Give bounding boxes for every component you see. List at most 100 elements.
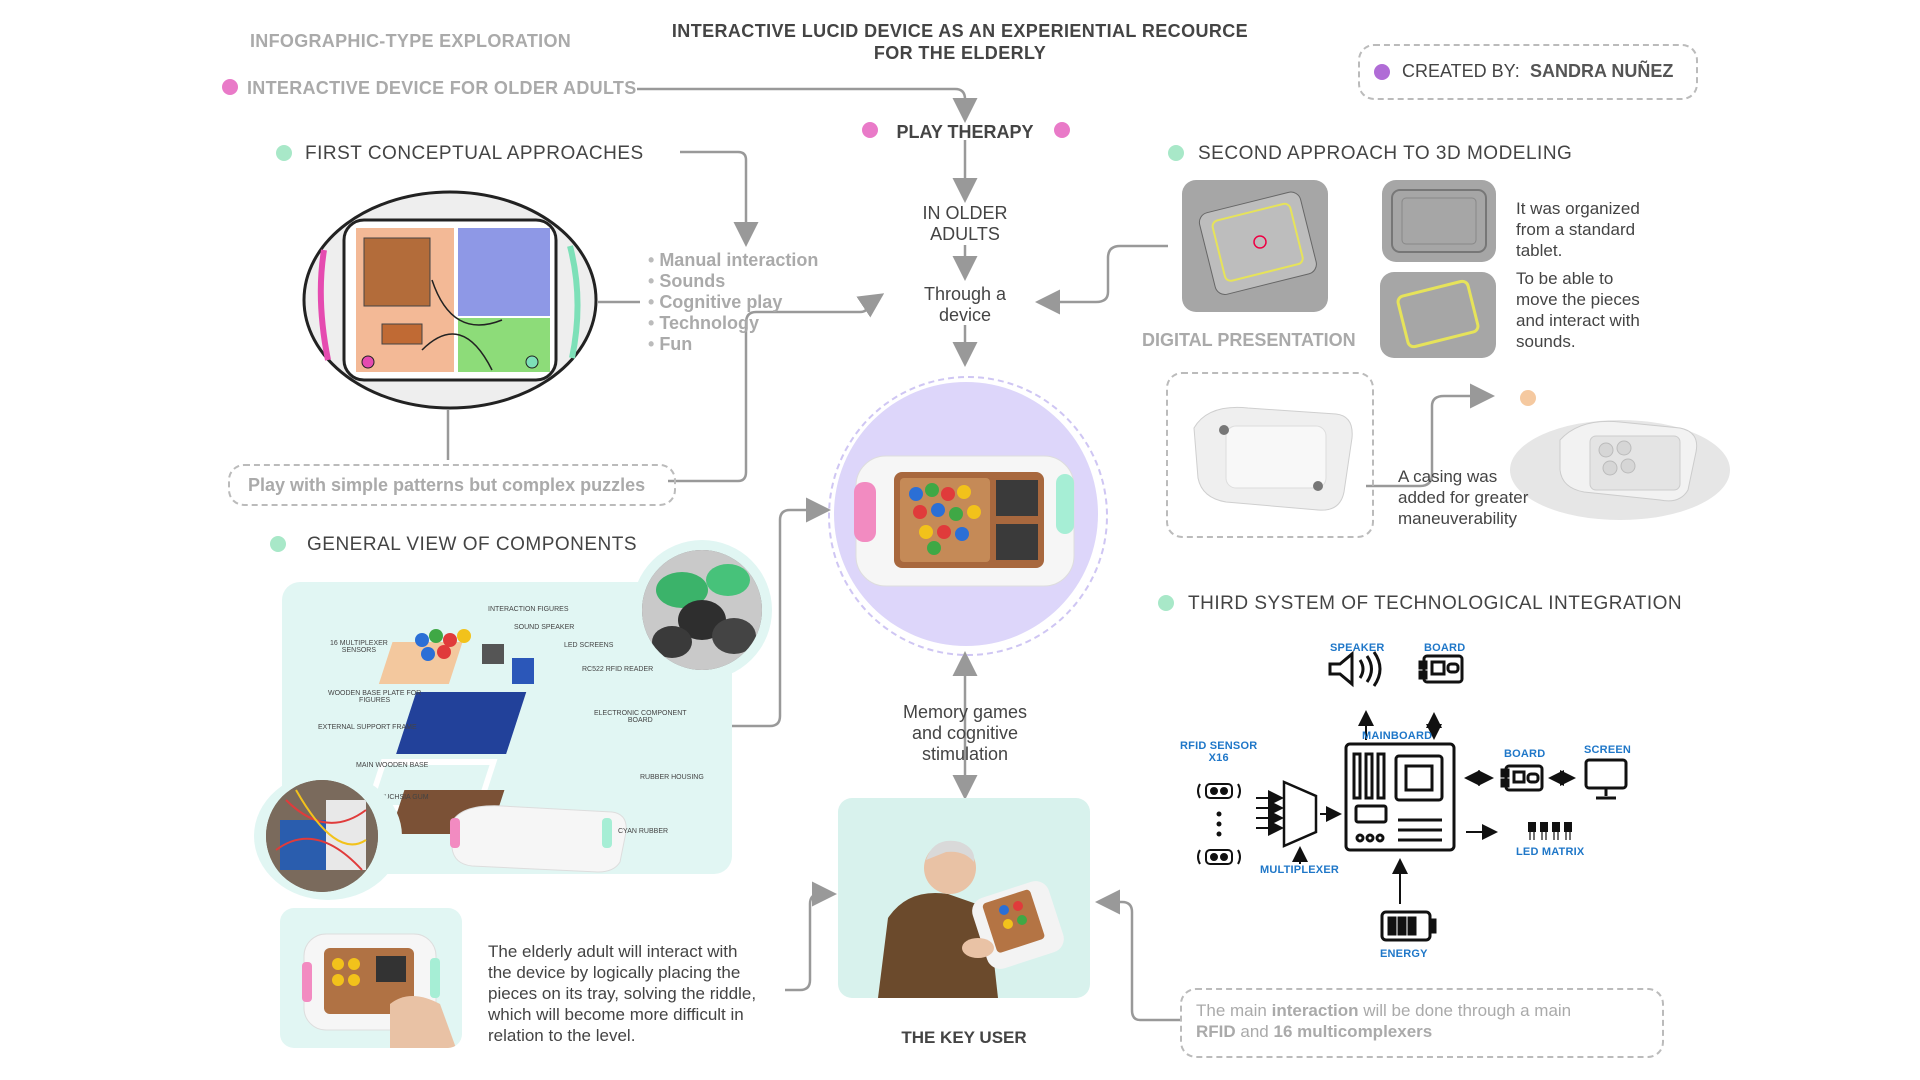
pink-dot-icon: [862, 122, 878, 138]
main-title: INTERACTIVE LUCID DEVICE AS AN EXPERIENT…: [660, 20, 1260, 64]
mainboard-label: MAINBOARD: [1362, 730, 1433, 742]
note2-line1: To be able to: [1516, 269, 1614, 288]
note2-line4: sounds.: [1516, 332, 1576, 351]
battery-icon: [1380, 910, 1437, 942]
note-part2: will be done through a main: [1358, 1001, 1572, 1020]
created-by-label: CREATED BY:: [1402, 61, 1520, 81]
rfid-note: The main interaction will be done throug…: [1196, 1000, 1571, 1042]
label-interaction-figures: INTERACTION FIGURES: [488, 606, 569, 613]
purple-dot-icon: [1374, 64, 1390, 80]
older-adults-line1: IN OLDER: [922, 203, 1008, 223]
note-bold2: RFID: [1196, 1022, 1236, 1041]
interaction-photo: [280, 908, 462, 1048]
user-text-line3: pieces on its tray, solving the riddle,: [488, 984, 757, 1003]
multiplexer-label: MULTIPLEXER: [1260, 864, 1339, 876]
tablet-outline-image: [1391, 189, 1487, 253]
second-approach-heading: SECOND APPROACH TO 3D MODELING: [1198, 143, 1573, 164]
device-render: [854, 455, 1075, 587]
exploded-view-image: [364, 629, 627, 873]
label-electronic-line2: BOARD: [627, 717, 653, 724]
key-user-photo: [838, 798, 1090, 998]
casing-render-box: [1166, 372, 1374, 538]
subtitle: INTERACTIVE DEVICE FOR OLDER ADULTS: [247, 78, 637, 98]
tech-diagram: SPEAKER BOARD RFID SENSOR X16 MAINBOARD …: [1170, 634, 1670, 964]
memory-games-label: Memory games and cognitive stimulation: [880, 702, 1050, 765]
pattern-note: Play with simple patterns but complex pu…: [248, 475, 646, 495]
memory-line3: stimulation: [921, 744, 1009, 764]
through-line1: Through a: [923, 284, 1007, 304]
pink-dot-icon: [222, 79, 238, 95]
screen-label: SCREEN: [1584, 744, 1632, 756]
final-device-image: [1510, 420, 1730, 520]
led-matrix-label: LED MATRIX: [1516, 846, 1585, 858]
pattern-note-box: Play with simple patterns but complex pu…: [228, 464, 676, 506]
casing-line2: added for greater: [1398, 488, 1529, 507]
elderly-man-image: [878, 840, 1064, 998]
figures-image: [642, 550, 762, 670]
note1-line2: from a standard: [1516, 220, 1636, 239]
features-list: Manual interaction Sounds Cognitive play…: [648, 250, 818, 355]
note-bold3: 16 multicomplexers: [1273, 1022, 1433, 1041]
sketch-image: [302, 190, 598, 410]
note-bold1: interaction: [1271, 1001, 1359, 1020]
label-main-wooden-base: MAIN WOODEN BASE: [356, 762, 429, 769]
feature-item: Manual interaction: [648, 250, 818, 271]
speaker-icon: [1328, 650, 1382, 688]
created-by-box: CREATED BY: SANDRA NUÑEZ: [1358, 44, 1698, 100]
note-move-pieces: To be able to move the pieces and intera…: [1516, 268, 1640, 352]
model-render-2: [1382, 180, 1496, 262]
author-name: SANDRA NUÑEZ: [1530, 61, 1674, 81]
model-render-3: [1380, 272, 1496, 358]
figures-photo: [642, 550, 762, 670]
rfid-sensor-label: RFID SENSOR X16: [1180, 740, 1257, 764]
device-circle-outline: [828, 376, 1108, 656]
circuit-photo: [266, 780, 378, 892]
rfid-note-box: The main interaction will be done throug…: [1180, 988, 1664, 1058]
label-led-screens: LED SCREENS: [564, 642, 614, 649]
user-interaction-text: The elderly adult will interact with the…: [488, 941, 756, 1046]
memory-line1: Memory games: [902, 702, 1028, 722]
board-top-label: BOARD: [1424, 642, 1466, 654]
casing-line3: maneuverability: [1398, 509, 1518, 528]
led-matrix-icon: [1528, 822, 1572, 840]
memory-line2: and cognitive: [911, 723, 1019, 743]
multiplexer-icon: [1282, 780, 1318, 848]
first-approaches-heading: FIRST CONCEPTUAL APPROACHES: [305, 143, 644, 164]
user-text-line4: which will become more difficult in: [488, 1005, 744, 1024]
device-circle: [834, 382, 1098, 646]
components-heading: GENERAL VIEW OF COMPONENTS: [307, 534, 638, 555]
peach-dot-icon: [1520, 390, 1536, 406]
note2-line2: move the pieces: [1516, 290, 1640, 309]
label-multiplexer-line2: SENSORS: [341, 647, 377, 654]
label-rfid-reader: RC522 RFID READER: [582, 666, 654, 673]
speaker-label: SPEAKER: [1330, 642, 1385, 654]
older-adults-line2: ADULTS: [930, 224, 1000, 244]
casing-note: A casing was added for greater maneuvera…: [1398, 466, 1528, 529]
mint-dot-icon: [1158, 595, 1174, 611]
label-fuchsia-gum: FUCHSIA GUM: [380, 794, 429, 801]
board-right-icon: [1500, 764, 1544, 792]
white-casing-image: [1193, 406, 1353, 511]
hand-device-image: [302, 933, 456, 1048]
board-right-label: BOARD: [1504, 748, 1546, 760]
final-casing-render: [1510, 380, 1740, 530]
feature-item: Sounds: [648, 271, 818, 292]
mint-dot-icon: [276, 145, 292, 161]
feature-item: Cognitive play: [648, 292, 818, 313]
rfid-line2: X16: [1208, 752, 1229, 764]
label-support-frame: EXTERNAL SUPPORT FRAME: [318, 724, 417, 731]
circuit-photo-frame: [254, 772, 402, 900]
note-part1: The main: [1196, 1001, 1272, 1020]
label-sound-speaker: SOUND SPEAKER: [514, 624, 575, 631]
circuit-image: [266, 780, 378, 892]
label-electronic-line1: ELECTRONIC COMPONENT: [594, 710, 687, 717]
wireframe-tablet-image: [1198, 191, 1317, 295]
note1-line1: It was organized: [1516, 199, 1640, 218]
rfid-line1: RFID SENSOR: [1180, 740, 1258, 752]
main-title-line2: FOR THE ELDERLY: [873, 43, 1047, 63]
screen-icon: [1584, 758, 1628, 800]
through-device-label: Through a device: [880, 284, 1050, 326]
digital-presentation-label: DIGITAL PRESENTATION: [1142, 330, 1356, 350]
label-cyan-rubber: CYAN RUBBER: [618, 828, 669, 835]
